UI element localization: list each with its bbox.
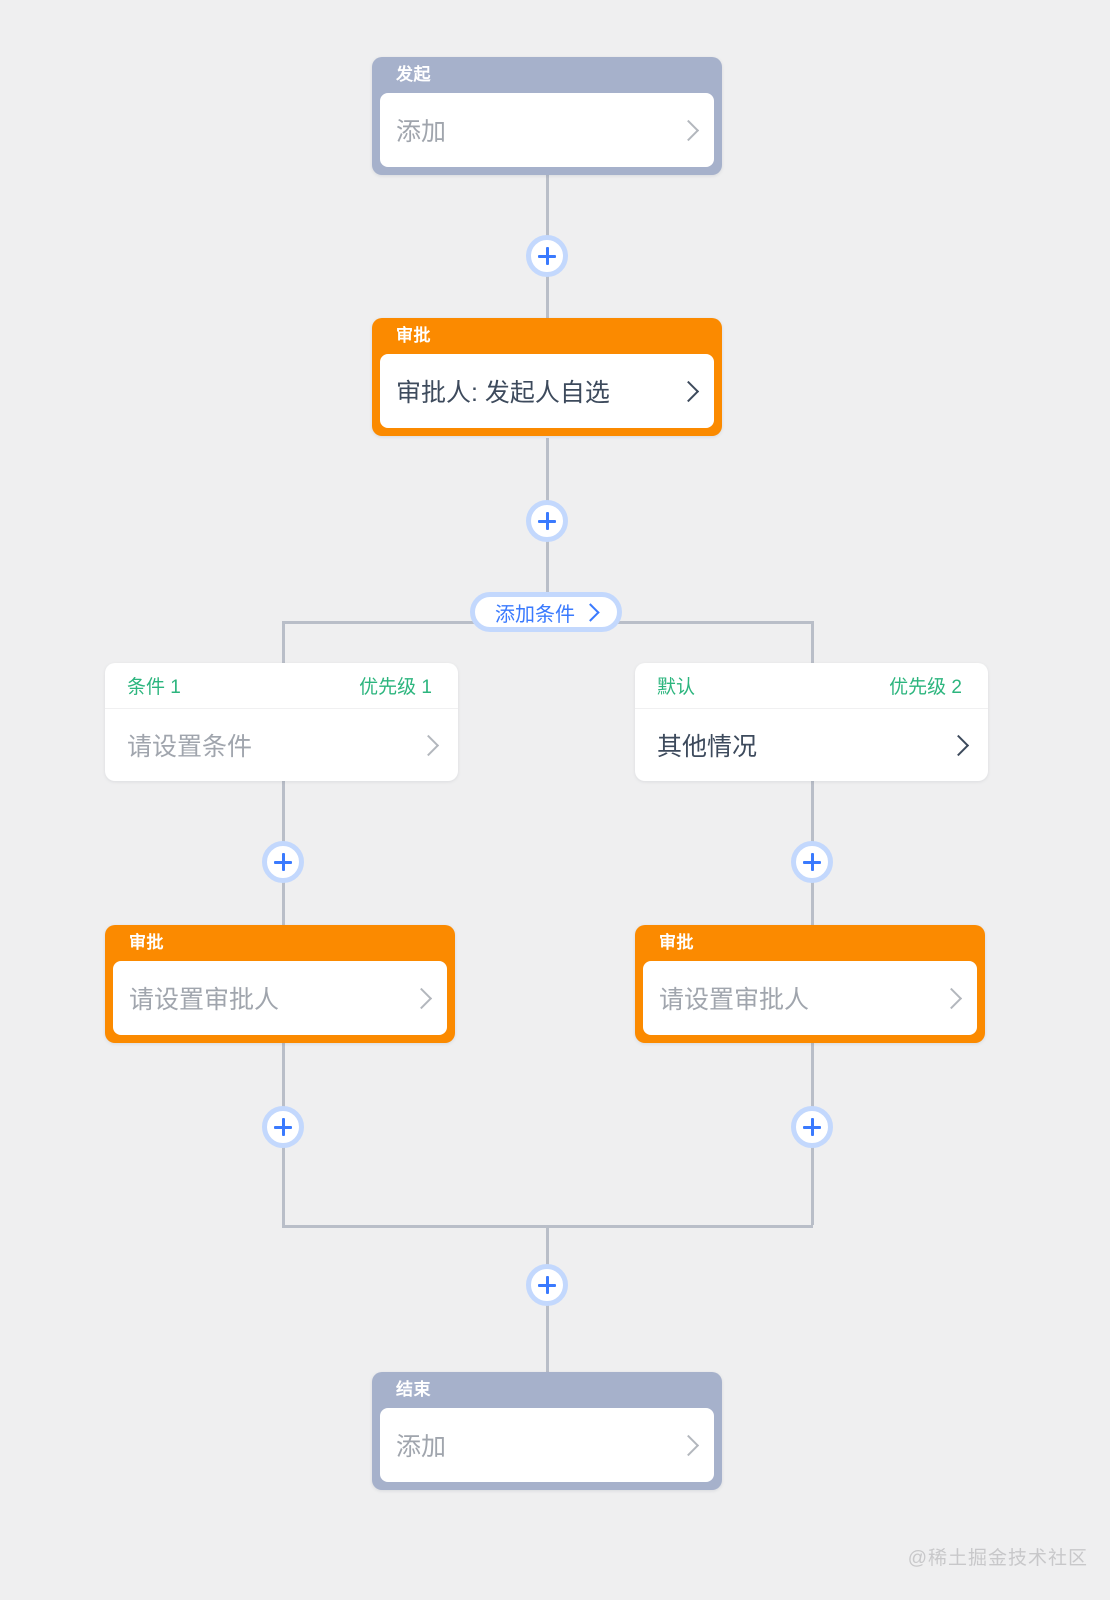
node-approval-branch-2[interactable]: 审批 请设置审批人 bbox=[635, 925, 985, 1043]
node-end-value: 添加 bbox=[396, 1433, 447, 1461]
chevron-right-icon bbox=[940, 987, 963, 1009]
condition-card-2-priority: 优先级 2 bbox=[889, 677, 962, 698]
node-start-body[interactable]: 添加 bbox=[380, 93, 714, 167]
condition-card-1-title: 条件 1 bbox=[127, 677, 181, 698]
add-condition-label: 添加条件 bbox=[495, 603, 575, 626]
plus-icon-vertical bbox=[545, 247, 549, 265]
node-approval-branch-1-value: 请设置审批人 bbox=[129, 986, 280, 1014]
condition-card-2-body[interactable]: 其他情况 bbox=[635, 709, 988, 781]
node-approval-main[interactable]: 审批 审批人: 发起人自选 bbox=[372, 318, 722, 436]
chevron-right-icon bbox=[581, 602, 600, 622]
condition-card-1-header: 条件 1 优先级 1 bbox=[105, 663, 458, 709]
chevron-right-icon bbox=[417, 734, 440, 756]
node-approval-main-value: 审批人: 发起人自选 bbox=[396, 379, 610, 407]
add-node-after-approval-button[interactable] bbox=[526, 500, 568, 542]
plus-icon-vertical bbox=[545, 1276, 549, 1294]
add-node-branch-1-bottom-button[interactable] bbox=[262, 1106, 304, 1148]
chevron-right-icon bbox=[410, 987, 433, 1009]
condition-card-1-value: 请设置条件 bbox=[127, 733, 253, 761]
condition-card-2[interactable]: 默认 优先级 2 其他情况 bbox=[635, 663, 988, 781]
node-approval-branch-1-header: 审批 bbox=[129, 933, 164, 952]
node-end-header: 结束 bbox=[396, 1380, 431, 1399]
plus-icon-vertical bbox=[810, 853, 814, 871]
node-approval-branch-1-body[interactable]: 请设置审批人 bbox=[113, 961, 447, 1035]
node-start-value: 添加 bbox=[396, 118, 447, 146]
condition-card-2-title: 默认 bbox=[657, 677, 696, 698]
watermark: @稀土掘金技术社区 bbox=[907, 1548, 1088, 1569]
condition-card-2-value: 其他情况 bbox=[657, 733, 758, 761]
node-end-body[interactable]: 添加 bbox=[380, 1408, 714, 1482]
node-end[interactable]: 结束 添加 bbox=[372, 1372, 722, 1490]
add-node-branch-2-bottom-button[interactable] bbox=[791, 1106, 833, 1148]
add-condition-button[interactable]: 添加条件 bbox=[470, 592, 622, 632]
node-approval-branch-2-value: 请设置审批人 bbox=[659, 986, 810, 1014]
chevron-right-icon bbox=[947, 734, 970, 756]
node-approval-main-header: 审批 bbox=[396, 326, 431, 345]
node-start[interactable]: 发起 添加 bbox=[372, 57, 722, 175]
condition-card-1[interactable]: 条件 1 优先级 1 请设置条件 bbox=[105, 663, 458, 781]
connector-branch-2-down bbox=[810, 620, 814, 1225]
node-approval-branch-2-header: 审批 bbox=[659, 933, 694, 952]
condition-card-1-body[interactable]: 请设置条件 bbox=[105, 709, 458, 781]
condition-card-2-header: 默认 优先级 2 bbox=[635, 663, 988, 709]
chevron-right-icon bbox=[677, 380, 700, 402]
node-approval-branch-1[interactable]: 审批 请设置审批人 bbox=[105, 925, 455, 1043]
chevron-right-icon bbox=[677, 1434, 700, 1456]
chevron-right-icon bbox=[677, 119, 700, 141]
add-node-branch-2-top-button[interactable] bbox=[791, 841, 833, 883]
plus-icon-vertical bbox=[545, 512, 549, 530]
node-approval-branch-2-body[interactable]: 请设置审批人 bbox=[643, 961, 977, 1035]
node-start-header: 发起 bbox=[396, 65, 431, 84]
add-node-branch-1-top-button[interactable] bbox=[262, 841, 304, 883]
plus-icon-vertical bbox=[281, 853, 285, 871]
add-node-after-start-button[interactable] bbox=[526, 235, 568, 277]
add-node-before-end-button[interactable] bbox=[526, 1264, 568, 1306]
node-approval-main-body[interactable]: 审批人: 发起人自选 bbox=[380, 354, 714, 428]
connector-branch-1-down bbox=[282, 620, 285, 1225]
condition-card-1-priority: 优先级 1 bbox=[359, 677, 432, 698]
plus-icon-vertical bbox=[281, 1118, 285, 1136]
plus-icon-vertical bbox=[810, 1118, 814, 1136]
